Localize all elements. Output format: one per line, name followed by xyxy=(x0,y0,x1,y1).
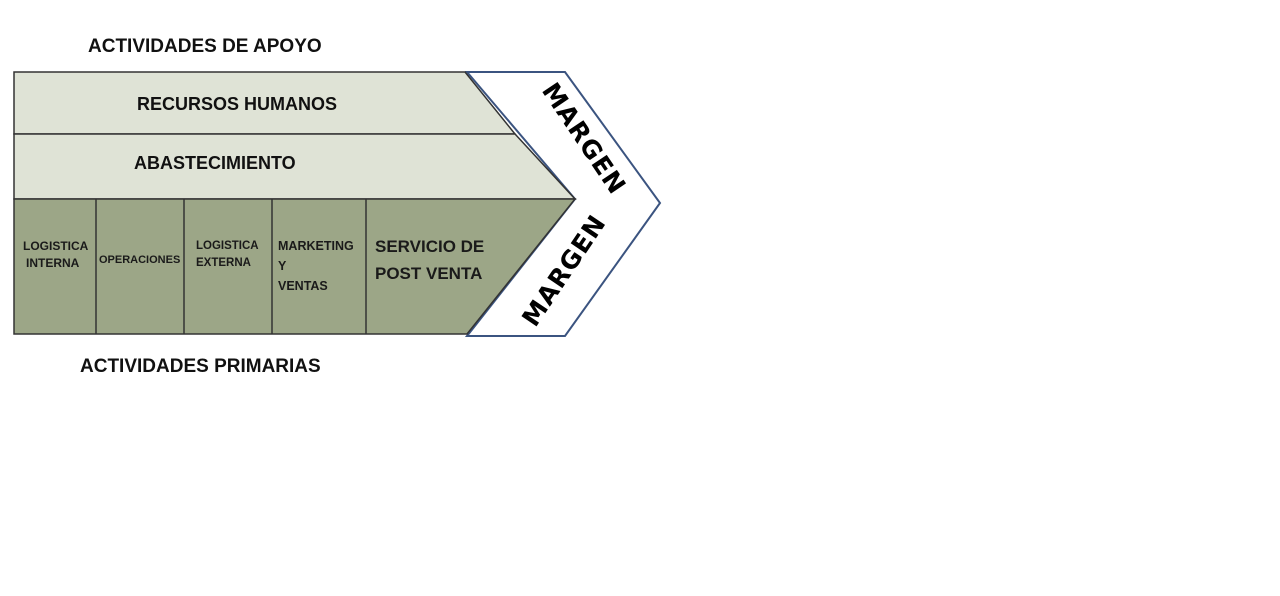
label: EXTERNA xyxy=(196,257,251,269)
label: VENTAS xyxy=(278,279,328,293)
primary-operaciones: OPERACIONES xyxy=(99,252,180,269)
label: POST VENTA xyxy=(375,264,483,283)
support-abastecimiento: ABASTECIMIENTO xyxy=(134,153,296,173)
label: SERVICIO DE xyxy=(375,237,485,256)
label: LOGISTICA xyxy=(23,239,89,253)
primary-logistica-interna: LOGISTICA INTERNA xyxy=(23,238,93,272)
support-activities-title: ACTIVIDADES DE APOYO xyxy=(88,36,322,57)
primary-activities-title: ACTIVIDADES PRIMARIAS xyxy=(80,356,321,377)
primary-marketing-ventas: MARKETING Y VENTAS xyxy=(278,236,354,296)
label: LOGISTICA xyxy=(196,240,259,252)
label: OPERACIONES xyxy=(99,254,181,266)
label: Y xyxy=(278,259,287,273)
primary-logistica-externa: LOGISTICA EXTERNA xyxy=(196,238,259,272)
support-recursos-humanos: RECURSOS HUMANOS xyxy=(137,94,338,114)
primary-servicio-post-venta: SERVICIO DE POST VENTA xyxy=(375,233,484,287)
band-primary xyxy=(13,198,577,335)
label: MARKETING xyxy=(278,239,354,253)
value-chain-diagram xyxy=(13,71,662,337)
label: INTERNA xyxy=(26,256,80,270)
